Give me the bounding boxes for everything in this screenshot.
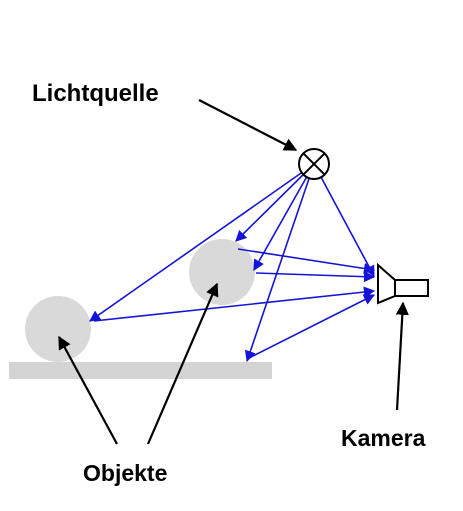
light-rays [89, 163, 376, 363]
label-light-source: Lichtquelle [32, 80, 159, 107]
ray-right-object-side-to-camera [255, 271, 376, 283]
ray-left-object-to-camera [93, 286, 376, 322]
pointer-object-right [146, 282, 219, 445]
pointer-light-source [198, 99, 298, 151]
ray-light-to-right-object-top [235, 163, 315, 242]
ground-plane [9, 362, 272, 379]
object-sphere-left [25, 296, 91, 362]
light-source-icon [298, 148, 330, 180]
ray-light-to-camera [313, 163, 375, 277]
camera-icon [377, 262, 429, 305]
ray-right-object-top-to-camera [237, 248, 376, 274]
label-objects: Objekte [83, 460, 167, 486]
pointer-object-left [58, 335, 118, 445]
object-sphere-right [189, 239, 255, 305]
pointer-camera [395, 301, 409, 411]
pointer-arrows [58, 99, 409, 445]
ray-light-to-left-object [89, 163, 315, 322]
ray-light-to-ground [244, 163, 315, 363]
label-camera: Kamera [341, 425, 426, 451]
ray-ground-to-camera [248, 294, 376, 359]
